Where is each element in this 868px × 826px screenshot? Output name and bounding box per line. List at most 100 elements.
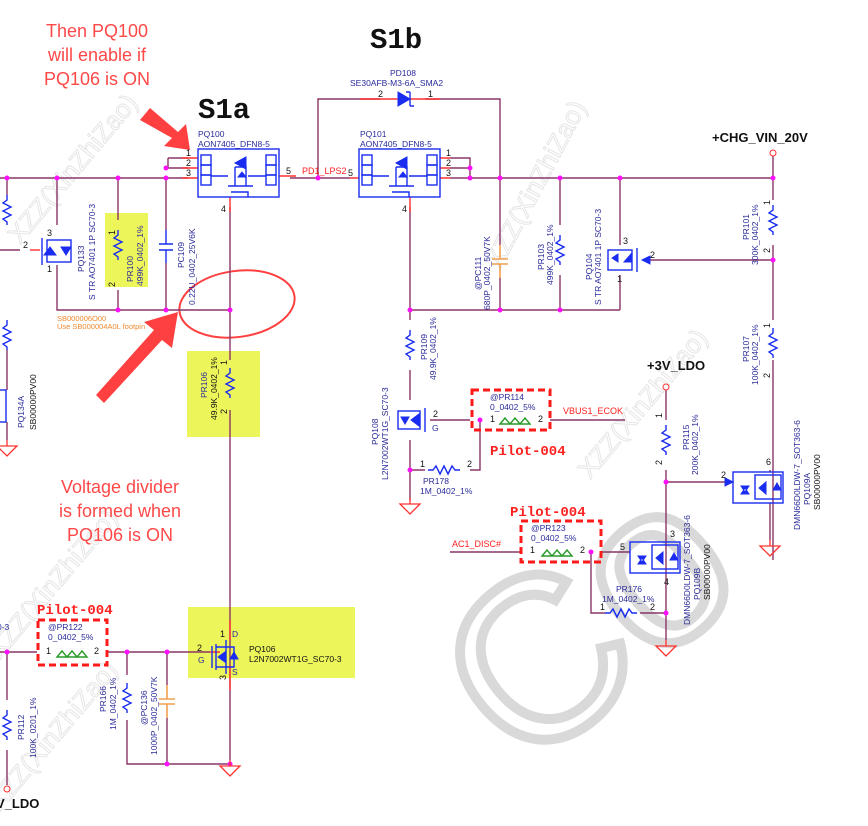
pr115: PR115 200K_0402_1% 12 xyxy=(654,413,700,475)
svg-text:3: 3 xyxy=(186,168,191,178)
svg-text:PQ104: PQ104 xyxy=(584,253,594,280)
svg-text:PQ101: PQ101 xyxy=(360,129,387,139)
svg-text:PR166: PR166 xyxy=(98,686,108,712)
svg-text:2: 2 xyxy=(580,545,585,555)
pr166: PR166 1M_0402_1% xyxy=(98,677,132,730)
svg-text:1M_0402_1%: 1M_0402_1% xyxy=(602,594,655,604)
svg-text:SB00000PV00: SB00000PV00 xyxy=(702,544,712,600)
net-vbus1-ecok: VBUS1_ECOK xyxy=(563,406,623,416)
svg-text:2: 2 xyxy=(378,89,383,99)
svg-text:2: 2 xyxy=(94,646,99,656)
svg-text:@PR114: @PR114 xyxy=(490,392,524,402)
svg-text:S TR AO7401 1P SC70-3: S TR AO7401 1P SC70-3 xyxy=(87,204,97,300)
pr112: PR112 100K_0201_1% xyxy=(2,697,38,758)
svg-text:1: 1 xyxy=(219,360,229,365)
svg-text:AON7405_DFN8-5: AON7405_DFN8-5 xyxy=(360,139,432,149)
svg-text:is formed when: is formed when xyxy=(59,501,181,521)
svg-text:49.9K_0402_1%: 49.9K_0402_1% xyxy=(428,317,438,380)
highlight-circle xyxy=(178,269,296,339)
svg-text:D: D xyxy=(232,629,238,639)
svg-text:2: 2 xyxy=(721,470,726,480)
svg-text:S: S xyxy=(232,667,238,677)
svg-text:G: G xyxy=(432,423,439,433)
svg-text:0.22U_0402_25V6K: 0.22U_0402_25V6K xyxy=(187,228,197,305)
net-3v-ldo: +3V_LDO xyxy=(647,358,705,373)
pr107: PR107 100K_0402_1% 12 xyxy=(741,323,778,385)
svg-text:L2N7002WT1G_SC70-3: L2N7002WT1G_SC70-3 xyxy=(249,654,342,664)
svg-text:PQ108: PQ108 xyxy=(370,418,380,445)
svg-text:PR112: PR112 xyxy=(16,714,26,740)
svg-text:Then PQ100: Then PQ100 xyxy=(46,21,148,41)
svg-text:DMN66D0LDW-7_SOT363-6: DMN66D0LDW-7_SOT363-6 xyxy=(682,515,692,625)
svg-text:SB00000PV00: SB00000PV00 xyxy=(28,374,38,430)
svg-text:PQ133: PQ133 xyxy=(76,245,86,272)
pin-stubs xyxy=(182,157,450,690)
divider-note: Voltage divider is formed when PQ106 is … xyxy=(59,477,181,545)
svg-text:0_0402_5%: 0_0402_5% xyxy=(48,632,94,642)
label-s1a: S1a xyxy=(198,94,250,127)
pr100: PR100 499K_0402_1% 12 xyxy=(107,225,145,287)
svg-text:PR109: PR109 xyxy=(419,334,429,360)
svg-text:Use SB000004A0L footpin: Use SB000004A0L footpin xyxy=(57,322,145,331)
pq101: PQ101 AON7405_DFN8-5 123 54 xyxy=(348,129,451,214)
pr101: PR101 300K_0402_1% 12 xyxy=(741,200,778,265)
svg-text:PR101: PR101 xyxy=(741,214,751,240)
power-port-icon xyxy=(3,785,11,793)
svg-text:1: 1 xyxy=(762,200,772,205)
svg-text:680P_0402_50V7K: 680P_0402_50V7K xyxy=(482,236,492,310)
wires xyxy=(0,98,774,785)
svg-text:4: 4 xyxy=(402,204,407,214)
svg-text:1: 1 xyxy=(490,414,495,424)
pc111: @PC111 680P_0402_50V7K xyxy=(473,236,509,310)
svg-text:0_0402_5%: 0_0402_5% xyxy=(531,533,577,543)
svg-text:6: 6 xyxy=(766,457,771,467)
svg-text:AON7405_DFN8-5: AON7405_DFN8-5 xyxy=(198,139,270,149)
svg-text:SB00000PV00: SB00000PV00 xyxy=(812,454,822,510)
top-note: Then PQ100 will enable if PQ106 is ON xyxy=(44,21,150,89)
label-s1b: S1b xyxy=(370,24,422,57)
svg-text:3: 3 xyxy=(218,675,228,680)
pq134a: PQ134A SB00000PV00 xyxy=(0,194,38,457)
ground-icon xyxy=(219,759,241,777)
svg-text:1: 1 xyxy=(220,629,225,639)
svg-text:200K_0402_1%: 200K_0402_1% xyxy=(690,414,700,475)
pr103: PR103 499K_0402_1% xyxy=(536,224,565,285)
pq100: PQ100 AON7405_DFN8-5 123 54 xyxy=(186,129,291,214)
svg-text:4: 4 xyxy=(664,577,669,587)
pc109: PC109 0.22U_0402_25V6K xyxy=(159,228,197,305)
svg-text:1: 1 xyxy=(186,148,191,158)
svg-text:100K_0201_1%: 100K_0201_1% xyxy=(28,697,38,758)
power-port-icon xyxy=(662,383,670,391)
svg-text:SB000006O00: SB000006O00 xyxy=(57,314,106,323)
svg-text:2: 2 xyxy=(650,602,655,612)
cut-part-label: 0-3 xyxy=(0,622,10,632)
net-pd1-lps2: PD1_LPS2 xyxy=(302,166,347,176)
svg-text:5: 5 xyxy=(286,166,291,176)
pilot-004-label: Pilot-004 xyxy=(510,505,586,521)
svg-text:2: 2 xyxy=(467,459,472,469)
pq104: 231 PQ104 S TR AO7401 1P SC70-3 xyxy=(584,209,655,305)
svg-text:2: 2 xyxy=(186,158,191,168)
pq109b: 534 DMN66D0LDW-7_SOT363-6 PQ109B SB00000… xyxy=(620,515,712,625)
svg-text:2: 2 xyxy=(107,282,117,287)
svg-text:3: 3 xyxy=(446,168,451,178)
svg-text:1: 1 xyxy=(654,413,664,418)
svg-text:PQ109A: PQ109A xyxy=(802,473,812,505)
junction-nodes xyxy=(4,165,776,767)
svg-text:499K_0402_1%: 499K_0402_1% xyxy=(135,225,145,286)
svg-text:2: 2 xyxy=(433,409,438,419)
svg-text:PR100: PR100 xyxy=(125,256,135,282)
svg-text:PQ106 is ON: PQ106 is ON xyxy=(67,525,173,545)
footnote: SB000006O00 Use SB000004A0L footpin xyxy=(57,314,145,331)
pr109: PR109 49.9K_0402_1% xyxy=(405,317,438,380)
svg-text:PQ100: PQ100 xyxy=(198,129,225,139)
highlight-pq106 xyxy=(188,607,355,678)
power-port-icon xyxy=(769,149,777,157)
highlight-pr106 xyxy=(187,351,260,437)
ground-icon xyxy=(399,497,421,515)
svg-text:2: 2 xyxy=(446,158,451,168)
svg-text:1: 1 xyxy=(446,148,451,158)
